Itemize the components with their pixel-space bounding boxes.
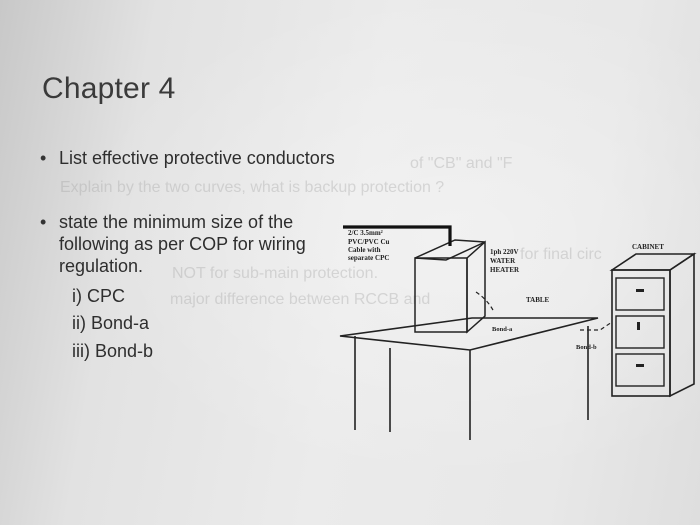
- bullet-dot-icon: •: [40, 212, 47, 232]
- cabinet-label: CABINET: [632, 243, 664, 251]
- bleed-text-1: Explain by the two curves, what is backu…: [60, 179, 445, 196]
- cable-label-line: 2/C 3.5mm²: [348, 229, 383, 237]
- table-label: TABLE: [526, 296, 550, 304]
- cable-label-line: separate CPC: [348, 254, 389, 262]
- drawer-handle-icon: [636, 364, 644, 367]
- bleed-text-5: for final circ: [520, 246, 602, 263]
- heater-label-line: WATER: [490, 257, 516, 265]
- cable-label-line: Cable with: [348, 246, 381, 254]
- cable-label-line: PVC/PVC Cu: [348, 238, 390, 246]
- heater-label-line: 1ph 220V: [490, 248, 519, 256]
- bond-b-link: [580, 321, 613, 331]
- heater-front: [414, 257, 468, 333]
- drawer-handle-icon: [636, 289, 644, 292]
- bond-a-link: [475, 291, 495, 313]
- cable-line: [343, 225, 452, 246]
- cabinet-drawer: [615, 353, 665, 387]
- cabinet-drawer: [615, 277, 665, 311]
- bleed-text-2: NOT for sub-main protection.: [172, 265, 379, 282]
- bond-a-label: Bond-a: [492, 326, 513, 333]
- bullet-text: state the minimum size of the following …: [59, 212, 306, 276]
- table-top: [339, 317, 599, 351]
- bullet-dot-icon: •: [40, 148, 47, 168]
- bleed-text-3: major difference between RCCB and: [170, 291, 431, 308]
- bond-b-label: Bond-b: [576, 344, 597, 351]
- heater-label-line: HEATER: [490, 266, 520, 274]
- cabinet-drawer: [615, 315, 665, 349]
- sub-item-bond-b: iii) Bond-b: [72, 341, 154, 361]
- sub-item-bond-a: ii) Bond-a: [72, 313, 150, 333]
- drawer-handle-icon: [637, 322, 640, 330]
- bleed-text-4: of "CB" and "F: [410, 155, 513, 172]
- cabinet-front: [611, 269, 671, 397]
- slide-title: Chapter 4: [42, 72, 176, 105]
- bullet-item: • state the minimum size of the followin…: [40, 211, 349, 277]
- cabinet-side: [669, 252, 695, 398]
- bullet-text: List effective protective conductors: [59, 148, 335, 168]
- sub-item-cpc: i) CPC: [72, 286, 125, 306]
- bullet-item: • List effective protective conductors: [40, 147, 335, 169]
- heater-side: [466, 240, 486, 334]
